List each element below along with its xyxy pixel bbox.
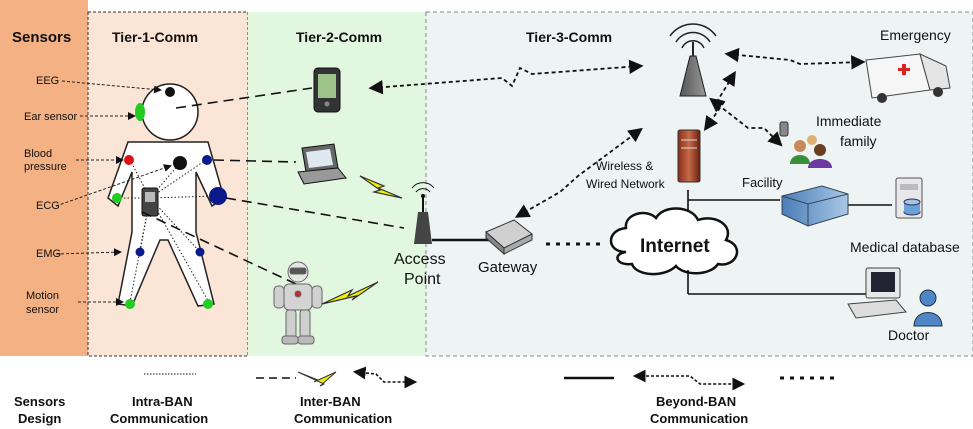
label-medical-database: Medical database xyxy=(850,239,960,255)
legend-intra-comm: Communication xyxy=(110,411,208,426)
lightning-icon-upper xyxy=(359,175,403,199)
header-sensors: Sensors xyxy=(12,29,71,46)
doctor-person-icon xyxy=(913,289,943,327)
laptop-icon xyxy=(297,143,347,185)
label-point: Point xyxy=(404,271,441,288)
legend-inter-comm: Communication xyxy=(294,411,392,426)
sensor-ecg xyxy=(173,156,187,170)
legend-inter-arrow xyxy=(352,366,418,389)
legend-lightning-icon xyxy=(297,371,337,387)
legend-beyond-arrow xyxy=(632,369,746,391)
label-wired-network: Wired Network xyxy=(586,177,666,191)
doctor-computer-icon xyxy=(847,267,907,319)
label-wireless: Wireless & xyxy=(596,159,653,173)
header-tier3: Tier-3-Comm xyxy=(526,29,612,45)
facility-building-icon xyxy=(781,185,849,227)
label-eeg: EEG xyxy=(36,75,59,87)
medical-database-icon xyxy=(895,177,923,219)
legend-beyond-comm: Communication xyxy=(650,411,748,426)
label-ecg: ECG xyxy=(36,200,60,212)
label-ear-sensor: Ear sensor xyxy=(24,111,78,123)
legend-sensors: Sensors xyxy=(14,394,65,409)
sensor-arm-left xyxy=(112,193,122,203)
sensor-ear xyxy=(135,103,145,121)
sensor-motion-left xyxy=(125,299,135,309)
legend-inter: Inter-BAN xyxy=(300,394,361,409)
access-point-icon xyxy=(411,182,435,244)
sensor-arm-large xyxy=(209,187,227,205)
sensors-panel xyxy=(0,0,88,356)
label-access: Access xyxy=(394,251,446,268)
label-family: family xyxy=(840,133,877,149)
gateway-icon xyxy=(485,219,533,256)
sensor-eeg xyxy=(165,87,175,97)
family-people-icon xyxy=(779,121,832,168)
cell-tower-icon xyxy=(669,23,717,97)
sensor-blood-pressure xyxy=(124,155,134,165)
label-emg: EMG xyxy=(36,248,61,260)
label-motion: Motion xyxy=(26,290,59,302)
server-icon xyxy=(677,129,701,183)
label-blood: Blood xyxy=(24,148,52,160)
legend-beyond: Beyond-BAN xyxy=(656,394,736,409)
label-immediate: Immediate xyxy=(816,113,882,129)
label-pressure: pressure xyxy=(24,161,67,173)
label-sensor: sensor xyxy=(26,304,59,316)
label-facility: Facility xyxy=(742,175,783,190)
robot-icon xyxy=(273,261,323,345)
header-tier1: Tier-1-Comm xyxy=(112,29,198,45)
sensor-motion-right xyxy=(203,299,213,309)
header-tier2: Tier-2-Comm xyxy=(296,29,382,45)
internet-cloud-icon xyxy=(609,207,739,276)
legend-design: Design xyxy=(18,411,61,426)
sensor-emg-left xyxy=(135,247,145,257)
label-internet: Internet xyxy=(640,236,710,257)
sensor-chest-right xyxy=(202,155,212,165)
lightning-icon-lower xyxy=(321,281,379,305)
label-doctor: Doctor xyxy=(888,327,930,343)
label-emergency: Emergency xyxy=(880,27,951,43)
human-body-figure xyxy=(107,83,225,307)
ambulance-icon xyxy=(865,53,951,103)
sensor-emg-right xyxy=(195,247,205,257)
label-gateway: Gateway xyxy=(478,259,538,276)
legend-intra: Intra-BAN xyxy=(132,394,193,409)
body-phone-icon xyxy=(141,187,159,217)
pda-icon xyxy=(313,67,341,113)
